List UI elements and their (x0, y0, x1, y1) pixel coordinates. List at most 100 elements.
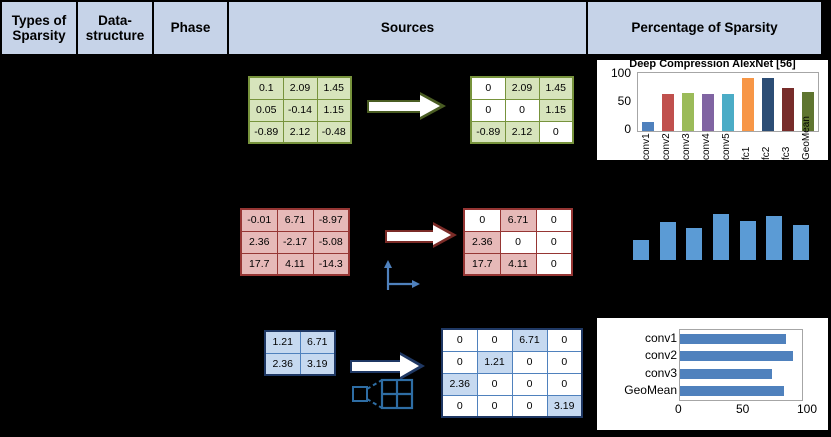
matrix-cell: 0 (441, 394, 478, 418)
chart1-x-tick: conv3 (681, 133, 692, 160)
matrix-cell: 2.36 (240, 230, 278, 254)
matrix-cell: 0 (499, 230, 537, 254)
matrix-cell: -2.17 (276, 230, 314, 254)
matrix-row: 2.36-2.17-5.08 (240, 230, 350, 254)
matrix-cell: 0 (511, 372, 548, 396)
chart3-category-label: GeoMean (624, 383, 677, 398)
matrix-cell: -14.3 (312, 252, 350, 276)
matrix-cell: 0 (476, 372, 513, 396)
matrix-cell: 2.36 (441, 372, 478, 396)
chart1-bar (702, 94, 714, 131)
chart3-x-tick: 50 (736, 402, 750, 416)
chart1-y-tick: 50 (617, 94, 631, 108)
chart1-bar (782, 87, 794, 131)
matrix-cell: 0 (538, 120, 574, 144)
matrix-cell: 2.12 (282, 120, 318, 144)
arrow-head-inner (433, 225, 451, 245)
chart1-bar (722, 93, 734, 131)
matrix-cell: 3.19 (299, 352, 336, 376)
transform-arrow-red (385, 222, 461, 249)
chart1-y-tick: 0 (624, 122, 631, 136)
chart1-x-tick: fc3 (781, 146, 792, 160)
arrow-head-inner (400, 355, 419, 377)
matrix-cell: 1.45 (316, 76, 352, 100)
camera-frame-icon (352, 378, 414, 410)
header-label-types-line2: Sparsity (12, 28, 66, 43)
transform-arrow-green (367, 92, 449, 121)
chart1-bar (802, 92, 814, 131)
header-label-phase: Phase (170, 20, 211, 36)
matrix-cell: 0 (463, 208, 501, 232)
matrix-cell: 1.45 (538, 76, 574, 100)
matrix-cell: 2.09 (282, 76, 318, 100)
chart1-x-tick: conv5 (721, 133, 732, 160)
matrix-cell: 0 (535, 252, 573, 276)
transform-arrow-blue (350, 352, 430, 381)
matrix-cell: 0 (535, 230, 573, 254)
matrix-cell: 0.05 (248, 98, 284, 122)
matrix-cell: 0 (535, 208, 573, 232)
chart3-x-tick: 0 (675, 402, 682, 416)
table-header-row: Types of Sparsity Data- structure Phase … (0, 0, 831, 56)
chart3-bar (680, 386, 784, 397)
chart3-bar (680, 351, 794, 362)
matrix-cell: 0 (504, 98, 540, 122)
matrix-cell: 0 (546, 372, 583, 396)
header-label-sources: Sources (380, 20, 435, 36)
matrix-cell: 1.21 (264, 330, 301, 354)
matrix-cell: -0.89 (248, 120, 284, 144)
chart3-plot-area (679, 329, 803, 401)
header-label-types-line1: Types of (11, 12, 67, 28)
matrix-cell: 0 (546, 350, 583, 374)
matrix-cell: 1.15 (538, 98, 574, 122)
header-label-data-line1: Data- (98, 12, 132, 28)
chart3-bar (680, 368, 772, 379)
matrix-cell: 6.71 (499, 208, 537, 232)
chart3-x-tick: 100 (797, 402, 818, 416)
matrix-cell: 6.71 (299, 330, 336, 354)
matrix-cell: -5.08 (312, 230, 350, 254)
chart1-y-axis: 0 50 100 (599, 66, 633, 136)
chart3-bar (680, 333, 787, 344)
chart1-plot-area (637, 72, 819, 132)
chart3-category-label: conv3 (644, 365, 677, 380)
chart1-x-tick: fc1 (741, 146, 752, 160)
matrix-cell: 2.36 (463, 230, 501, 254)
matrix-cell: 0 (511, 394, 548, 418)
chart2-bars (633, 210, 809, 260)
matrix-cell: 17.7 (240, 252, 278, 276)
coordinate-axes-icon (384, 260, 420, 290)
matrix-cell: 0 (476, 328, 513, 352)
arrow-shaft (350, 360, 402, 373)
chart2-bar (792, 225, 809, 260)
chart1-x-tick: conv4 (701, 133, 712, 160)
matrix-cell: 17.7 (463, 252, 501, 276)
matrix-cell: 0 (476, 394, 513, 418)
chart1-bar (642, 121, 654, 131)
chart1-y-tick: 100 (610, 66, 631, 80)
chart2-bar (766, 216, 783, 260)
matrix-cell: 0 (441, 328, 478, 352)
matrix-cell: -0.01 (240, 208, 278, 232)
chart1-bar (662, 94, 674, 131)
matrix-cell: 3.19 (546, 394, 583, 418)
matrix-cell: 4.11 (499, 252, 537, 276)
matrix-cell: 2.36 (264, 352, 301, 376)
matrix-cell: 2.09 (504, 76, 540, 100)
chart3-category-label: conv1 (644, 330, 677, 345)
chart1-x-tick: fc2 (761, 146, 772, 160)
